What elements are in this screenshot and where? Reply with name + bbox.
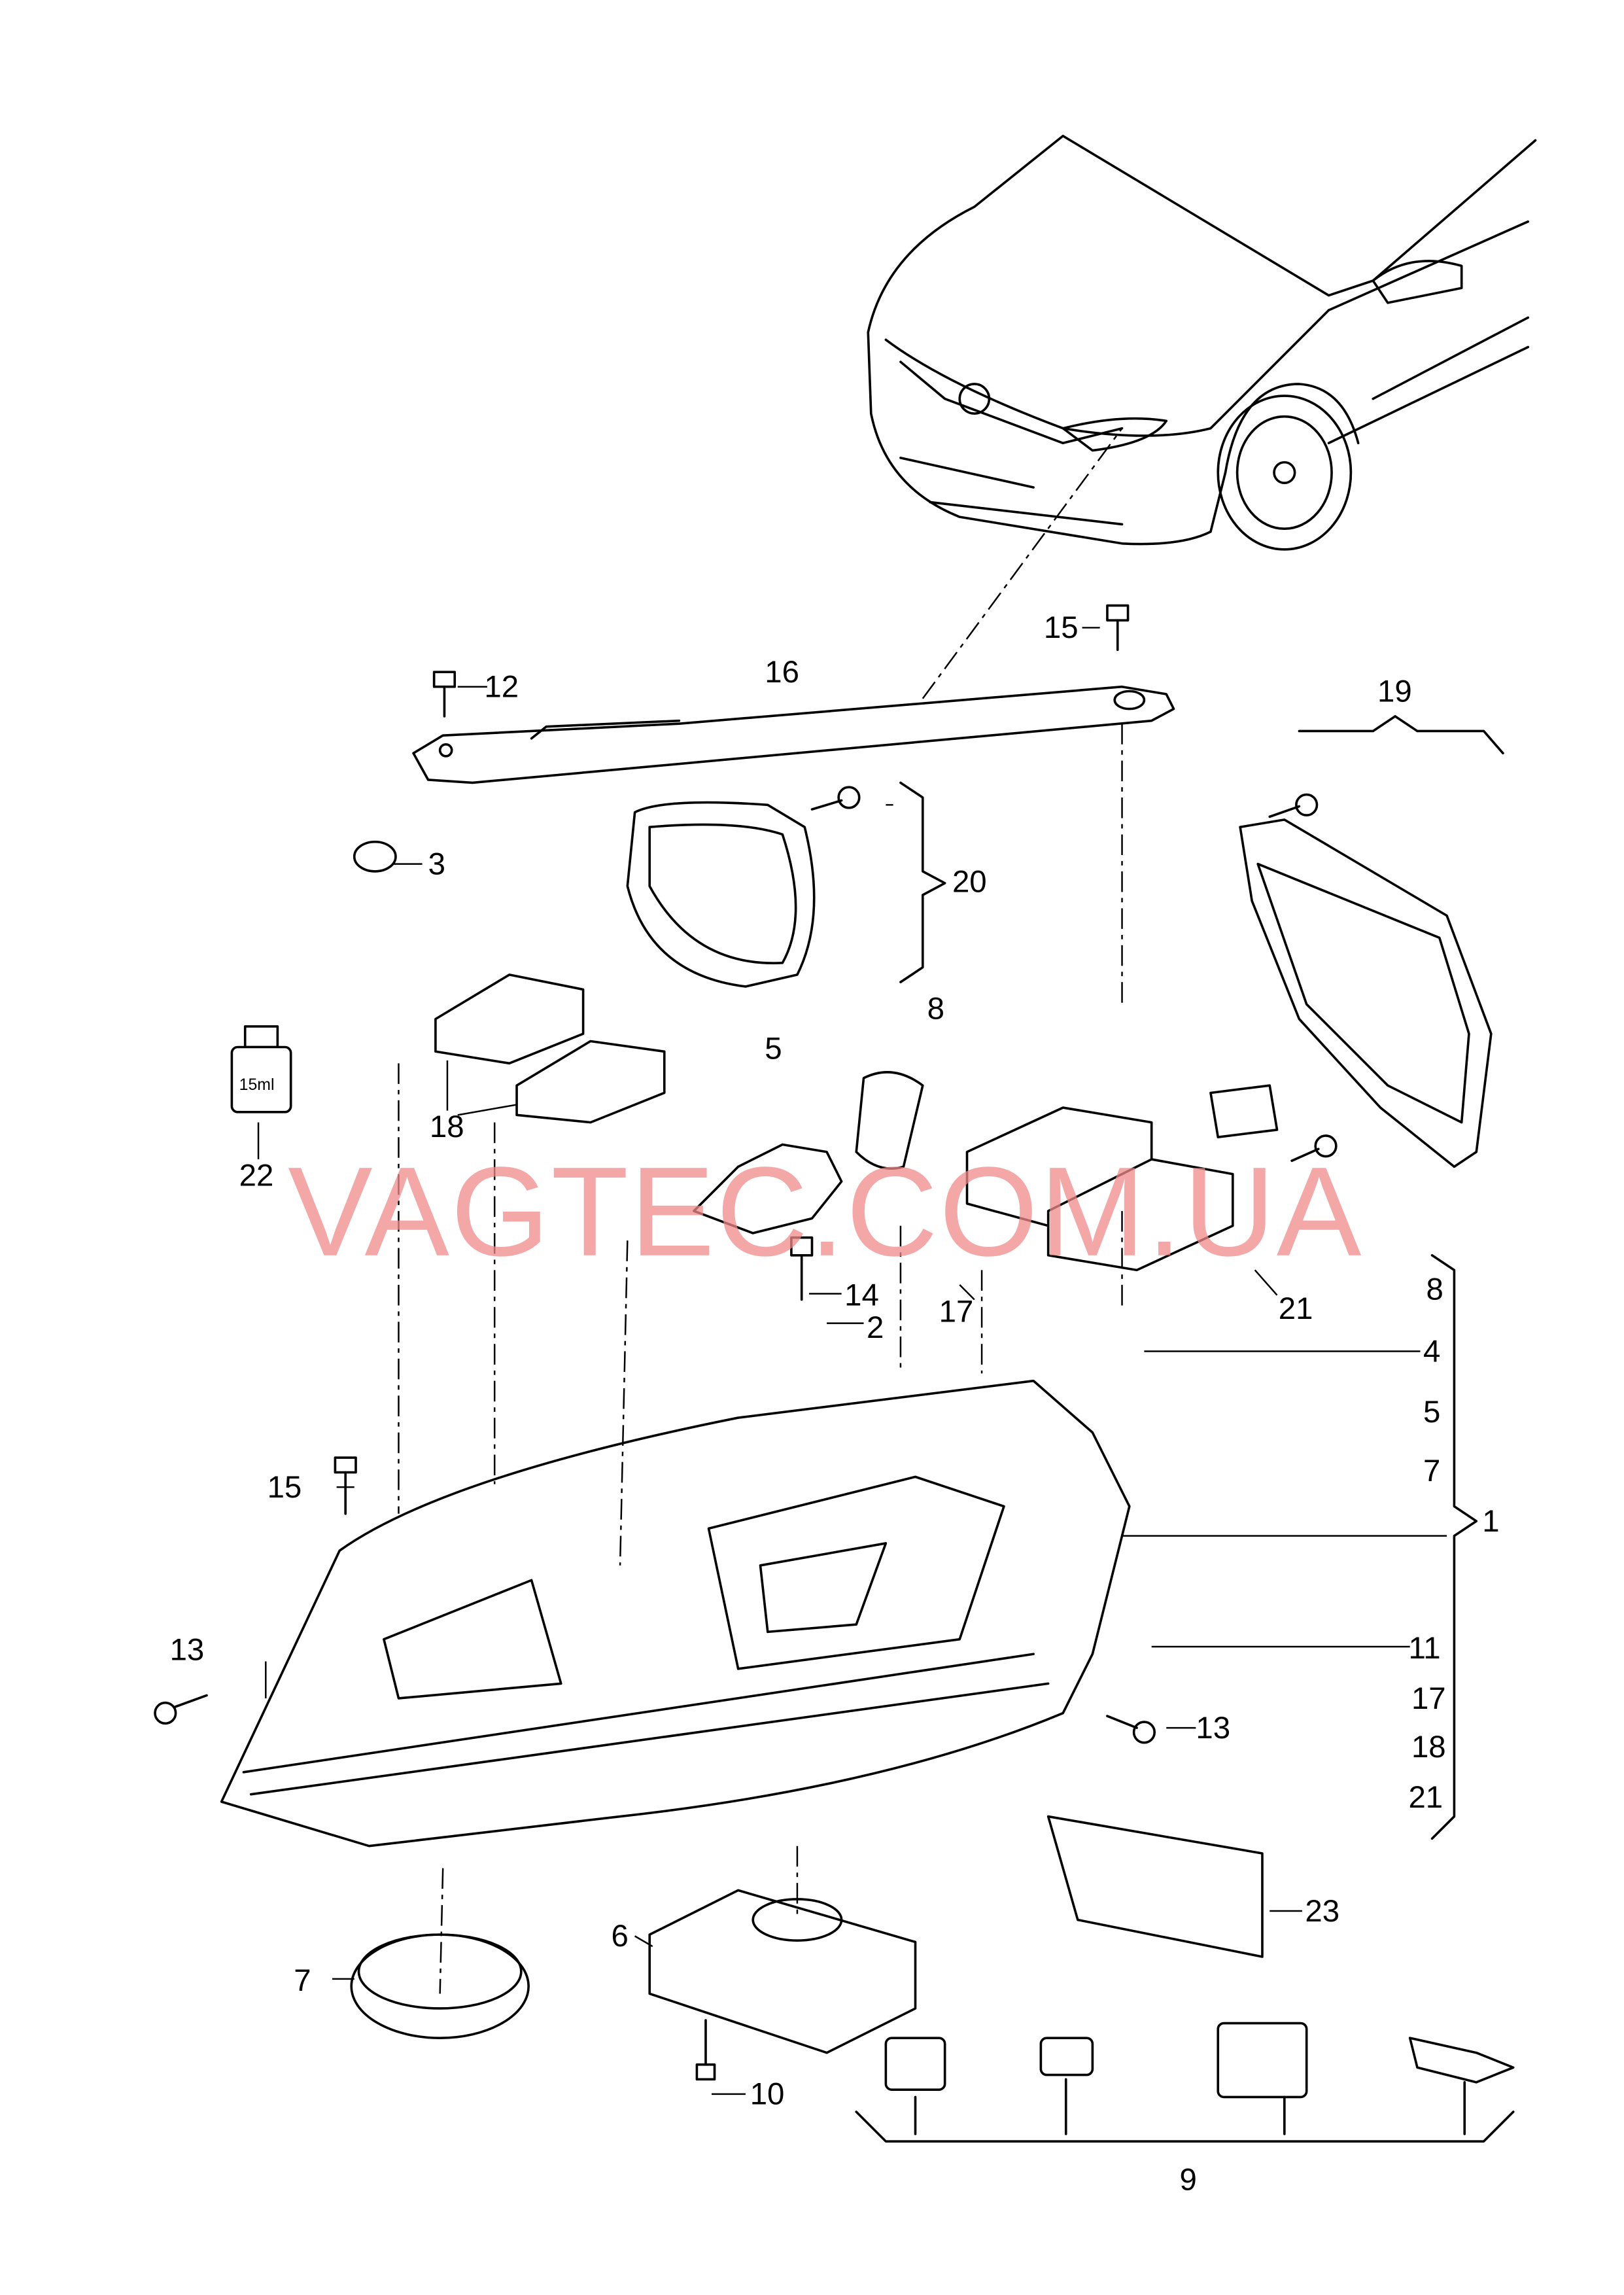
callout-c13b: 13 bbox=[1196, 1711, 1230, 1745]
callout-c23: 23 bbox=[1305, 1894, 1339, 1929]
callout-c4: 4 bbox=[1423, 1334, 1440, 1369]
callout-c5a: 5 bbox=[765, 1032, 782, 1066]
callout-c5b: 5 bbox=[1423, 1395, 1440, 1429]
ballast-unit bbox=[648, 1889, 917, 2054]
watermark: VAGTEC.COM.UA bbox=[288, 1141, 1362, 1283]
callout-c17b: 17 bbox=[1411, 1681, 1446, 1716]
callout-c21b: 21 bbox=[1408, 1780, 1443, 1815]
callout-c2: 2 bbox=[867, 1310, 884, 1345]
callout-c18a: 18 bbox=[430, 1110, 464, 1144]
headlight-assembly bbox=[220, 1379, 1131, 1848]
car-front-illustration bbox=[867, 134, 1537, 551]
callout-c1: 1 bbox=[1482, 1504, 1499, 1539]
callout-c16: 16 bbox=[765, 655, 799, 690]
bottle-icon: 15ml bbox=[230, 1025, 292, 1113]
callout-c8b: 8 bbox=[1426, 1272, 1443, 1306]
group-bracket bbox=[1430, 1253, 1478, 1840]
cap-icon bbox=[353, 840, 397, 873]
callout-c8a: 8 bbox=[927, 992, 944, 1026]
seal-ring bbox=[855, 1071, 924, 1170]
callout-c10: 10 bbox=[750, 2077, 785, 2112]
callout-c12: 12 bbox=[484, 670, 519, 705]
callout-c20: 20 bbox=[952, 864, 987, 899]
screw-icon bbox=[154, 604, 1338, 2081]
callout-c21a: 21 bbox=[1279, 1291, 1313, 1326]
callout-c17a: 17 bbox=[939, 1294, 974, 1329]
led-module bbox=[434, 973, 585, 1065]
bottle-label: 15ml bbox=[239, 1076, 275, 1094]
callout-c15a: 15 bbox=[1044, 610, 1079, 645]
callout-labels: 16 15 12 3 19 20 8 5 22 18 17 21 142 8 4 5 7 1 15 13 11 17 13 1… bbox=[170, 610, 1500, 2197]
protective-film bbox=[1046, 1815, 1264, 1958]
housing-cover bbox=[1239, 818, 1493, 1168]
repair-kit-parts bbox=[855, 2022, 1515, 2143]
control-unit bbox=[1046, 1158, 1234, 1272]
callout-c19: 19 bbox=[1377, 674, 1412, 709]
callout-c3: 3 bbox=[428, 847, 445, 881]
callout-c11: 11 bbox=[1408, 1631, 1440, 1666]
callout-c9: 9 bbox=[1180, 2163, 1197, 2198]
leader-lines bbox=[257, 627, 1447, 2095]
callout-c18b: 18 bbox=[1411, 1730, 1446, 1764]
cover-seal bbox=[626, 801, 816, 988]
callout-c7b: 7 bbox=[1423, 1454, 1440, 1488]
callout-c22: 22 bbox=[239, 1159, 274, 1193]
callout-c15b: 15 bbox=[268, 1470, 302, 1505]
callout-c7a: 7 bbox=[294, 1963, 311, 1998]
callout-c13a: 13 bbox=[170, 1632, 205, 1667]
mounting-bracket bbox=[412, 685, 1175, 784]
callout-c6: 6 bbox=[612, 1919, 629, 1953]
connector-icon bbox=[1209, 1084, 1279, 1139]
bulb-icon bbox=[693, 1143, 843, 1235]
callout-c14: 14 bbox=[844, 1278, 879, 1313]
led-module bbox=[515, 1040, 666, 1124]
leader-line bbox=[922, 427, 1123, 699]
